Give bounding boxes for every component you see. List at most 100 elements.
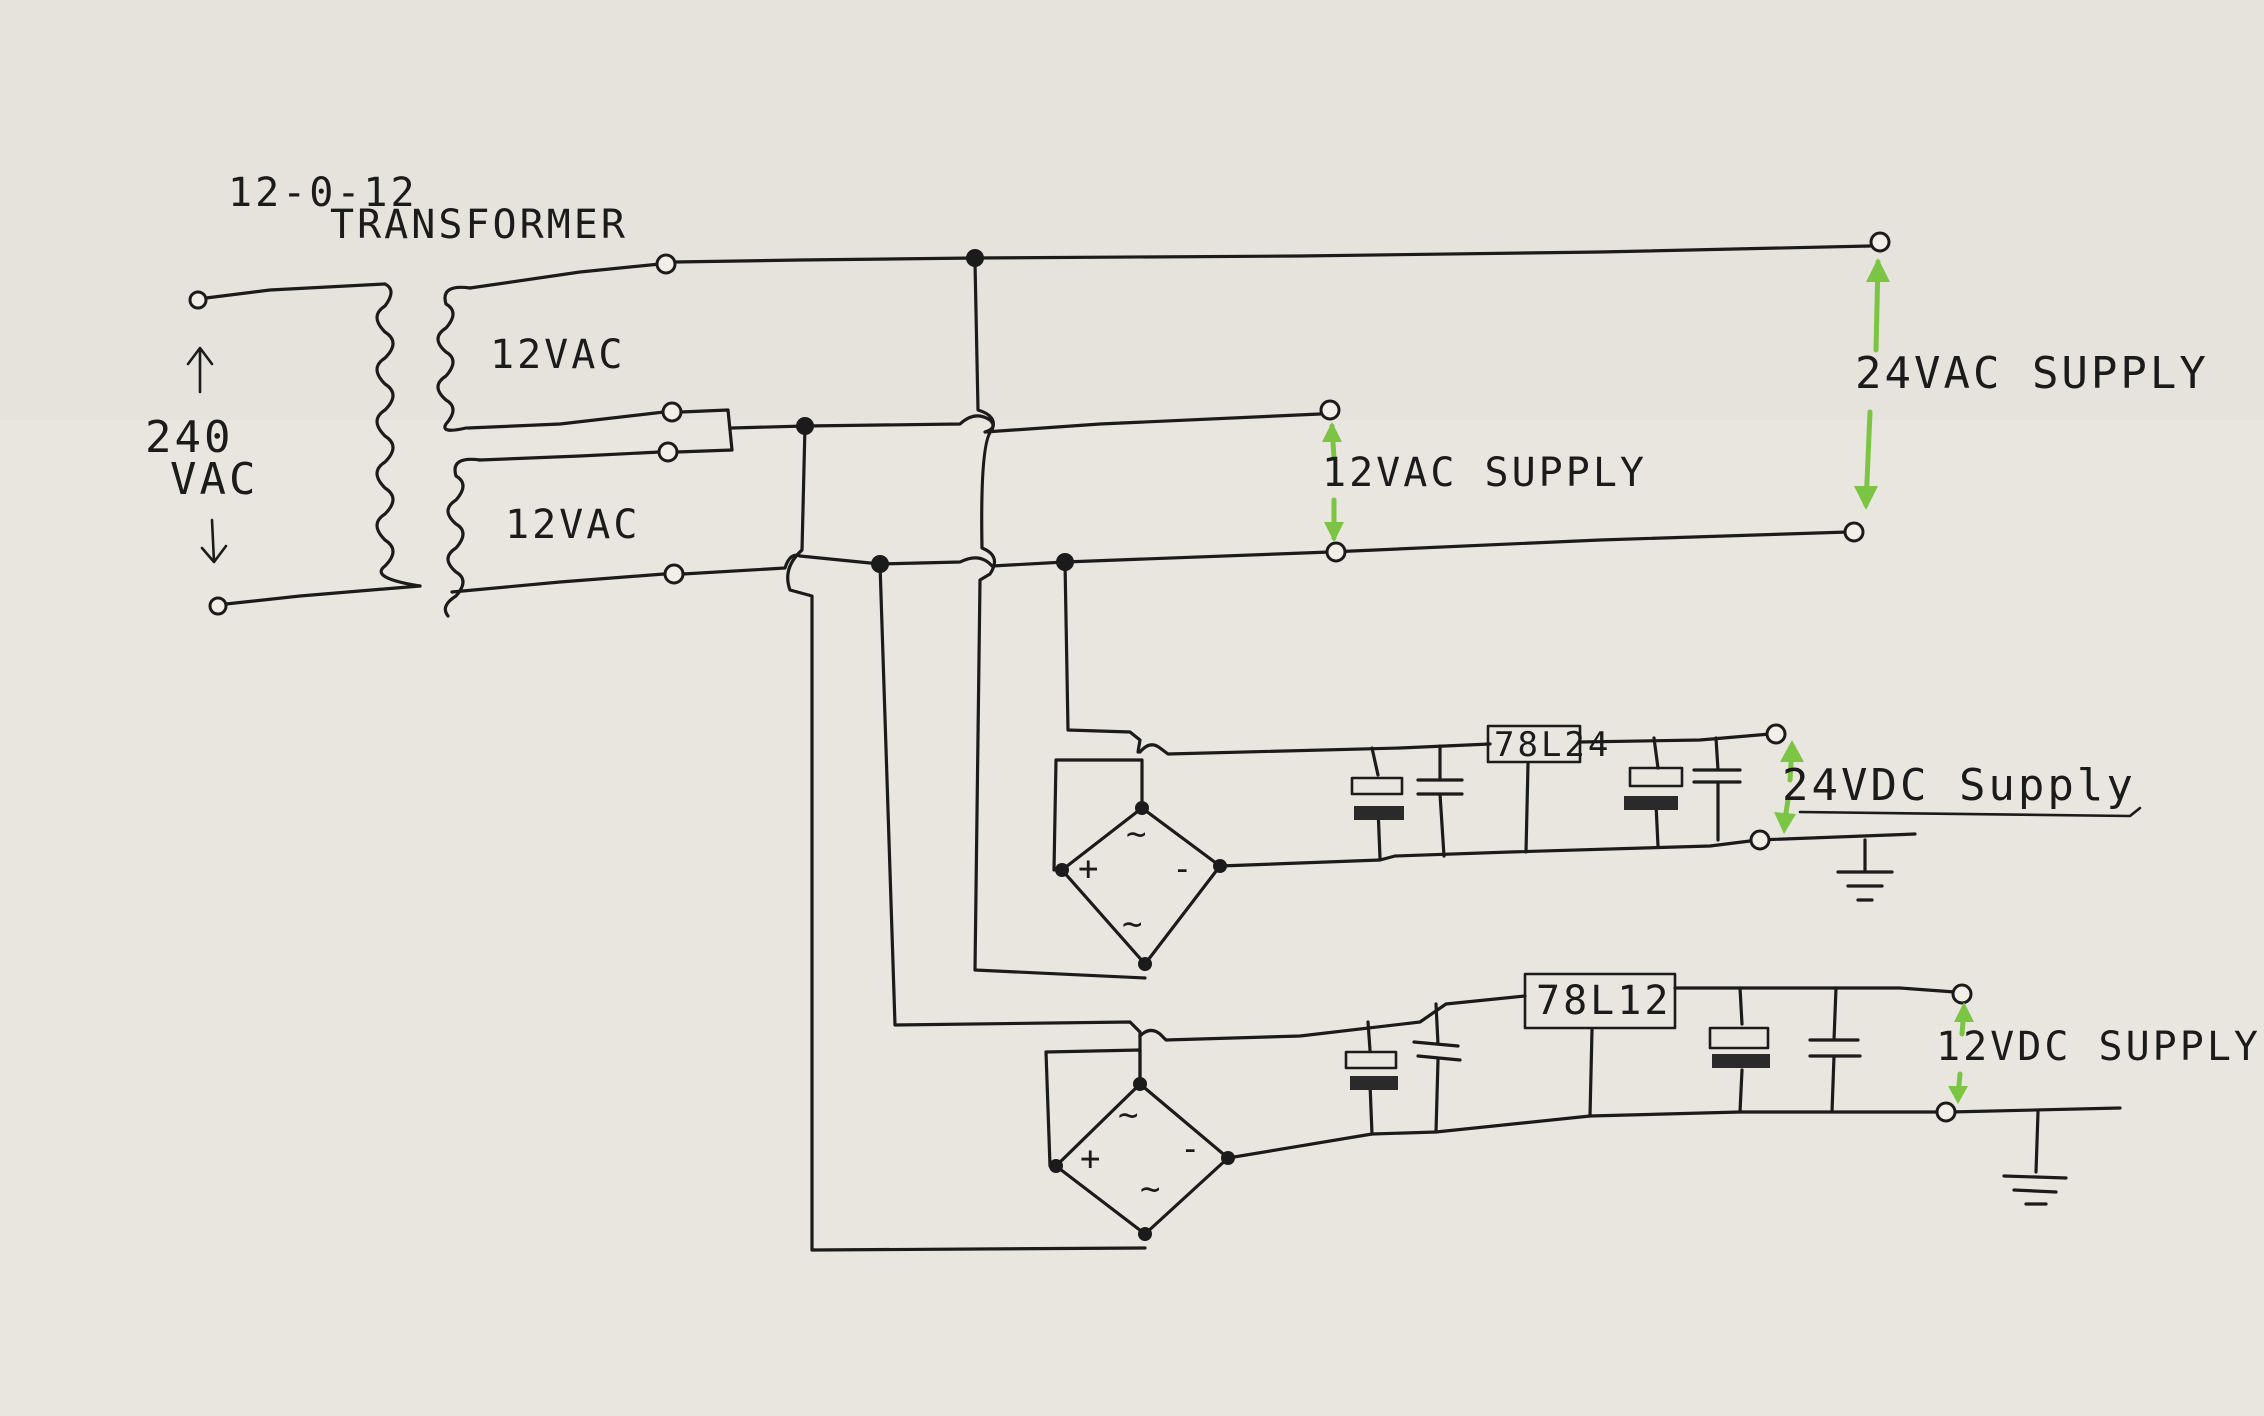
secondary-lower-bottom-lead — [450, 572, 666, 594]
ac24-supply: 24VAC SUPPLY — [1854, 258, 2209, 510]
ac12-supply-label: 12VAC SUPPLY — [1322, 450, 1647, 496]
ac-buses — [673, 244, 1872, 576]
dc24-terminal-positive — [1765, 723, 1787, 745]
ac24-arrowhead-down — [1854, 486, 1878, 510]
secondary-terminal-4 — [663, 563, 685, 585]
primary-terminal-bottom — [208, 596, 228, 616]
ac24-arrowhead-up — [1866, 258, 1890, 282]
ac12-terminal-top — [1319, 399, 1341, 421]
regulator-78l12-ground — [1588, 1028, 1594, 1118]
dc12-arrowhead-down — [1948, 1086, 1968, 1104]
rectifier-12vdc: ~ ~ + - 78L12 12VDC SUPPLY — [1044, 972, 2261, 1241]
bridge1-node-left — [1055, 863, 1069, 877]
bridge1-ac-loop — [1052, 758, 1144, 872]
dc24-cap3-hatch — [1624, 796, 1678, 810]
dc12-supply-label: 12VDC SUPPLY — [1936, 1024, 2261, 1070]
dc12-cap1-hatch — [1350, 1076, 1398, 1090]
dc12-arrowhead-up — [1954, 1002, 1974, 1022]
dc12-cap1-lead — [1366, 1020, 1374, 1136]
dc24-arrowhead-down — [1774, 812, 1796, 834]
secondary-lower-label: 12VAC — [505, 502, 640, 548]
dc24-cap1-body — [1350, 776, 1404, 796]
bridge1-minus-mark: - — [1172, 849, 1195, 889]
bridge2-ac-loop — [1044, 1048, 1142, 1168]
secondary-terminal-3 — [657, 441, 679, 463]
dc24-label-underline — [1798, 806, 2142, 818]
ac12-supply: 12VAC SUPPLY — [1322, 422, 1647, 542]
dc24-output-rail — [1578, 732, 1772, 744]
dc24-cap1-hatch — [1354, 806, 1404, 820]
secondary-winding-lower — [443, 457, 482, 618]
dc12-terminal-positive — [1951, 983, 1973, 1005]
ac24-terminal-top — [1869, 231, 1891, 253]
bridge2-node-left — [1049, 1159, 1063, 1173]
primary-lead-top — [204, 282, 387, 300]
bridge1-node-bottom — [1138, 957, 1152, 971]
ac12-terminal-bottom — [1325, 541, 1347, 563]
dc12-cap3-lead — [1738, 986, 1744, 1114]
secondary-terminal-2 — [661, 401, 683, 423]
dc12-cap3-body — [1708, 1026, 1770, 1050]
bridge2-plus-mark: + — [1080, 1139, 1103, 1179]
bottom-ac-bus — [681, 530, 1850, 576]
dc24-positive-rail — [1138, 742, 1492, 756]
primary-terminal-top — [188, 290, 208, 310]
feed-bottom-to-bridge2 — [878, 562, 1142, 1080]
regulator-78l24-body — [1486, 724, 1582, 764]
dc24-arrowhead-up — [1780, 740, 1804, 762]
dc24-cap2 — [1416, 744, 1464, 858]
dc24-cap3-body — [1628, 766, 1684, 788]
secondary-upper-bottom-lead — [466, 410, 666, 430]
bridge-feeds — [786, 260, 1147, 1252]
bridge1-plus-mark: + — [1078, 849, 1101, 889]
transformer: 12-0-12 TRANSFORMER 240 VAC 12VAC 12VAC — [145, 170, 734, 618]
dc12-ground-symbol — [2002, 1110, 2068, 1206]
bridge2-ac-mark-bottom: ~ — [1140, 1169, 1163, 1209]
feed-top-to-bridge1 — [973, 260, 1147, 980]
junction-top — [966, 249, 984, 267]
dc12-cap2 — [1412, 1002, 1462, 1134]
regulator-78l12-label: 78L12 — [1536, 978, 1671, 1024]
primary-arrow-up — [186, 346, 214, 394]
secondary-winding-upper — [436, 285, 472, 432]
dc12-output-rail — [1673, 986, 1957, 994]
transformer-title-line2: TRANSFORMER — [330, 202, 628, 248]
dc12-terminal-negative — [1935, 1101, 1957, 1123]
dc12-cap3-hatch — [1712, 1054, 1770, 1068]
rectifier-24vdc: ~ ~ + - 78L24 24VDC Su — [1052, 723, 2142, 971]
dc24-supply-label: 24VDC Supply — [1782, 760, 2136, 811]
primary-arrow-down — [200, 518, 228, 564]
primary-voltage-value: 240 — [145, 412, 233, 463]
secondary-lower-top-lead — [478, 450, 662, 462]
dc12-positive-rail — [1138, 994, 1527, 1042]
top-ac-bus — [673, 244, 1872, 264]
primary-winding — [375, 282, 422, 588]
paper-fold — [0, 0, 2264, 420]
ac12-arrowhead-down — [1324, 522, 1344, 542]
bridge1-ac-mark-top: ~ — [1126, 814, 1149, 854]
feed-bottom-to-bridge1 — [1063, 560, 1142, 754]
dc24-cap4 — [1692, 736, 1742, 842]
centre-ac-bus — [730, 412, 1322, 434]
ac24-terminal-bottom — [1843, 521, 1865, 543]
feed-centre-to-bridge2 — [786, 424, 1147, 1252]
regulator-78l24-label: 78L24 — [1494, 725, 1611, 765]
centre-tap-link — [675, 408, 734, 454]
dc12-cap4 — [1808, 986, 1862, 1114]
ac12-arrowhead-up — [1322, 422, 1342, 442]
transformer-title-line1: 12-0-12 — [228, 170, 418, 216]
primary-voltage-unit: VAC — [170, 454, 258, 505]
bridge1-ac-mark-bottom: ~ — [1122, 904, 1145, 944]
bridge2-minus-mark: - — [1180, 1129, 1203, 1169]
bridge2-ac-mark-top: ~ — [1118, 1095, 1141, 1135]
dc24-ground-symbol — [1836, 838, 1894, 902]
ac24-supply-label: 24VAC SUPPLY — [1855, 348, 2209, 399]
regulator-78l12-body — [1523, 972, 1677, 1030]
dc24-terminal-negative — [1749, 829, 1771, 851]
primary-lead-bottom — [224, 584, 422, 606]
secondary-upper-top-lead — [468, 262, 662, 290]
dc24-cap3-lead — [1652, 736, 1660, 848]
regulator-78l24-ground — [1524, 762, 1530, 854]
secondary-terminal-1 — [655, 253, 677, 275]
